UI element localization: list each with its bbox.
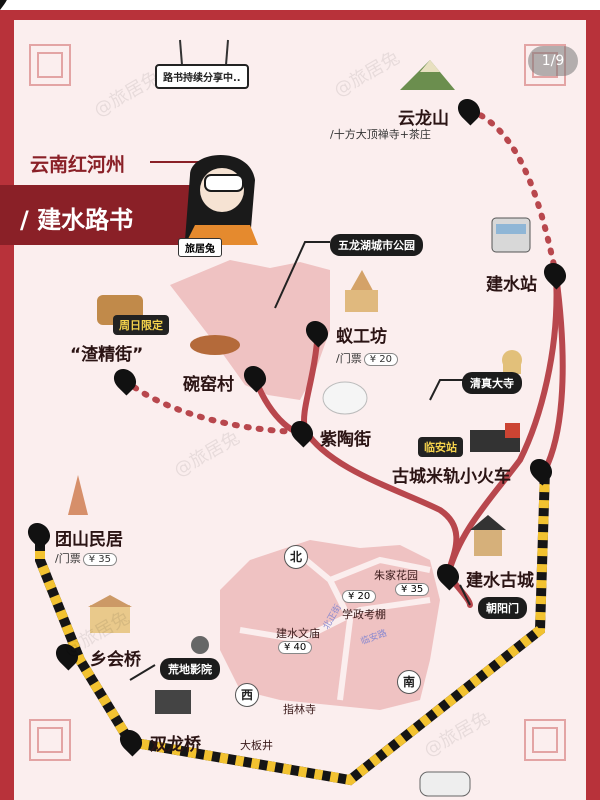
place-shuanglongqiao: 双龙桥 [150, 735, 201, 755]
bowl-icon [190, 335, 240, 355]
place-wanyaocun: 碗窑村 [183, 375, 234, 395]
place-tuanshan: 团山民居 [55, 530, 123, 550]
place-zhajingjie: “渣精街” [70, 345, 144, 365]
dotted-route [122, 107, 558, 435]
place-xianghuiqiao: 乡会桥 [90, 650, 141, 670]
place-wulonghu: 五龙湖城市公园 [330, 234, 423, 256]
pagoda-icon [68, 475, 88, 515]
projector-icon [191, 636, 209, 654]
compass-west: 西 [235, 683, 259, 707]
city-dabanjing: 大板井 [240, 739, 273, 752]
place-jianshui-station: 建水站 [486, 275, 537, 295]
church-icon [345, 270, 378, 312]
tag-sunday-only: 周日限定 [113, 315, 169, 335]
train-station-icon [491, 217, 531, 253]
mascot-illustration [185, 155, 258, 245]
city-wenmiao: 建水文庙 [276, 627, 320, 640]
mountain-icon [400, 60, 455, 90]
place-huangdi: 荒地影院 [160, 658, 220, 680]
mosque-icon [502, 350, 522, 374]
building-icon [88, 595, 132, 633]
title-box [0, 185, 200, 245]
place-chaoyangmen: 朝阳门 [478, 597, 527, 619]
locomotive-icon [470, 423, 520, 452]
city-zhujia: 朱家花园 [374, 569, 418, 582]
teapot-icon [322, 381, 368, 415]
page-counter: 1/9 [528, 46, 578, 76]
place-gucheng: 建水古城 [466, 571, 534, 591]
wulonghu-area [170, 260, 330, 400]
place-yunlongshan: 云龙山 [398, 109, 449, 129]
place-yigongfang: 蚁工坊 [336, 327, 387, 347]
city-xuezheng-price: ¥ 20 [342, 590, 377, 603]
city-zhilin: 指林寺 [283, 703, 316, 716]
tuanshan-ticket: /门票¥ 35 [55, 550, 117, 566]
compass-north: 北 [284, 545, 308, 569]
banner-sign: 路书持续分享中.. [155, 64, 249, 89]
city-xuezheng: 学政考棚 [342, 608, 386, 621]
mascot-label: 旅居兔 [178, 238, 222, 257]
bridge-icon [155, 690, 191, 714]
place-yunlongshan-sub: /十方大顶禅寺+茶庄 [330, 128, 431, 141]
map-pins [0, 0, 7, 10]
car-icon [419, 771, 471, 797]
city-zhujia-price: ¥ 35 [395, 583, 430, 596]
yigongfang-ticket: /门票¥ 20 [336, 350, 398, 366]
city-wenmiao-price: ¥ 40 [278, 641, 313, 654]
place-train: 古城米轨小火车 [392, 467, 511, 487]
page-title: / 建水路书 [20, 206, 134, 234]
tag-linan-station: 临安站 [418, 437, 463, 457]
place-qingzhen: 清真大寺 [462, 372, 522, 394]
province-title: 云南红河州 [30, 154, 126, 176]
compass-south: 南 [397, 670, 421, 694]
tower-gate-icon [470, 515, 506, 556]
place-zitaojie: 紫陶街 [320, 430, 371, 450]
